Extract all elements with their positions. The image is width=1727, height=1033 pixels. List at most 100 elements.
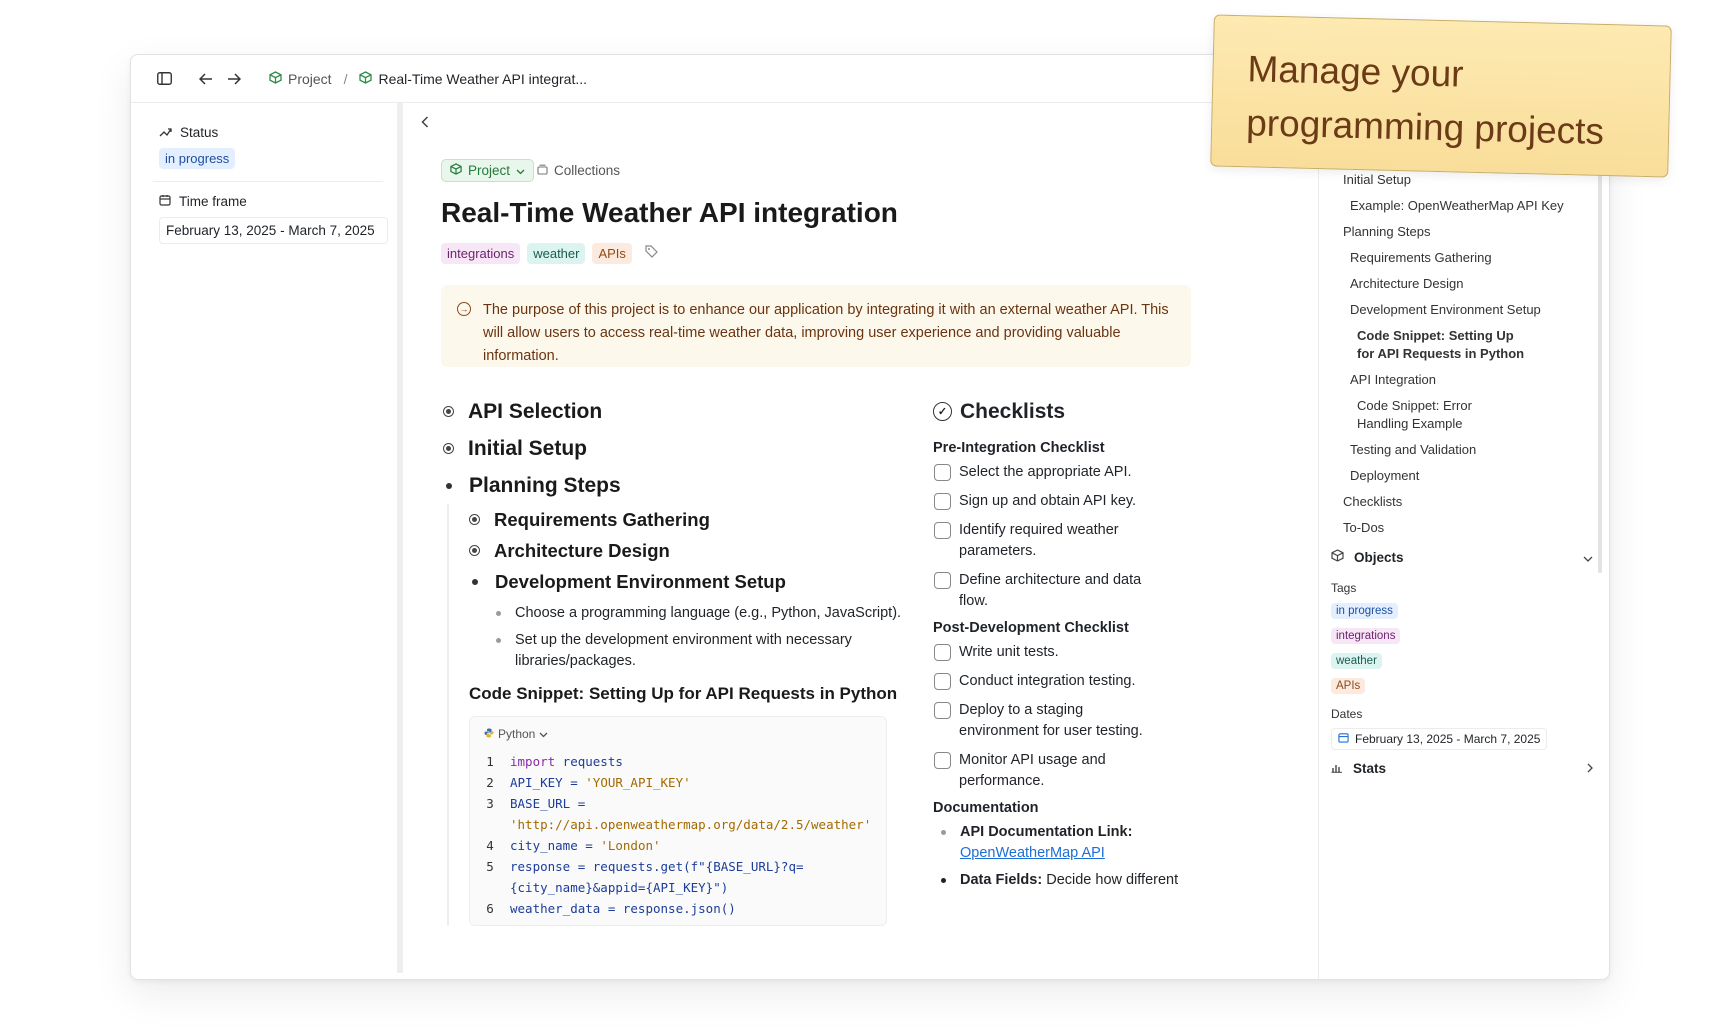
- checkbox[interactable]: [934, 752, 951, 769]
- chevron-left-icon[interactable]: [421, 115, 429, 133]
- sticky-note-text: Manage your programming projects: [1245, 48, 1605, 152]
- calendar-icon: [1338, 732, 1349, 746]
- checklist-item[interactable]: Define architecture and data flow.: [933, 570, 1193, 612]
- tag-integrations[interactable]: integrations: [1331, 628, 1401, 644]
- documentation-title: Documentation: [933, 800, 1039, 816]
- dates-field[interactable]: February 13, 2025 - March 7, 2025: [1331, 728, 1548, 750]
- collapsed-bullet-icon[interactable]: [443, 406, 454, 417]
- divider: [153, 181, 383, 182]
- toc-item[interactable]: Testing and Validation: [1350, 442, 1477, 457]
- tag-apis[interactable]: APIs: [1331, 678, 1366, 694]
- toc-item[interactable]: Planning Steps: [1343, 224, 1431, 239]
- toc-item[interactable]: Code Snippet: Error Handling Example: [1357, 398, 1472, 431]
- heading-initial-setup[interactable]: Initial Setup: [443, 430, 903, 467]
- heading-text: Initial Setup: [468, 436, 588, 460]
- back-arrow-icon[interactable]: [195, 68, 217, 90]
- checklist-item[interactable]: Select the appropriate API.: [933, 462, 1193, 483]
- tag-apis[interactable]: APIs: [592, 243, 632, 264]
- collapsed-bullet-icon[interactable]: [443, 443, 454, 454]
- checklist-item[interactable]: Write unit tests.: [933, 642, 1193, 663]
- chevron-down-icon: [1583, 550, 1593, 565]
- code-token: import: [510, 754, 556, 769]
- collections-button[interactable]: Collections: [537, 163, 620, 178]
- checkbox[interactable]: [934, 493, 951, 510]
- collapsed-bullet-icon[interactable]: [469, 545, 480, 556]
- timeframe-field[interactable]: February 13, 2025 - March 7, 2025: [159, 217, 388, 244]
- line-number: 2: [486, 775, 494, 790]
- openweathermap-link[interactable]: OpenWeatherMap API: [960, 845, 1105, 861]
- toc-item[interactable]: Architecture Design: [1350, 276, 1464, 291]
- toc-item-active[interactable]: Code Snippet: Setting Up for API Request…: [1357, 328, 1525, 361]
- checklist-item[interactable]: Deploy to a staging environment for user…: [933, 700, 1193, 742]
- bullet-icon[interactable]: [472, 578, 478, 585]
- tag-weather[interactable]: weather: [527, 243, 586, 264]
- calendar-icon: [159, 194, 171, 209]
- tags-label: Tags: [1331, 581, 1357, 595]
- toc-item[interactable]: API Integration: [1350, 372, 1436, 387]
- checklist-item[interactable]: Conduct integration testing.: [933, 671, 1193, 692]
- data-fields-label: Data Fields:: [960, 872, 1043, 888]
- heading-requirements-gathering[interactable]: Requirements Gathering: [469, 504, 903, 535]
- timeframe-label: Time frame: [179, 194, 247, 209]
- heading-text: Requirements Gathering: [494, 508, 710, 530]
- checkbox[interactable]: [934, 644, 951, 661]
- breadcrumb-project[interactable]: Project: [269, 71, 332, 87]
- toc-item[interactable]: Requirements Gathering: [1350, 250, 1492, 265]
- checklist-item[interactable]: Sign up and obtain API key.: [933, 491, 1193, 512]
- objects-section-toggle[interactable]: Objects: [1331, 549, 1593, 565]
- collapsed-bullet-icon[interactable]: [469, 514, 480, 525]
- toc-item[interactable]: To-Dos: [1343, 520, 1385, 535]
- page-title: Real-Time Weather API integration: [441, 197, 898, 228]
- planning-steps-children: Requirements Gathering Architecture Desi…: [447, 504, 903, 926]
- checklist-item[interactable]: Monitor API usage and performance.: [933, 750, 1193, 792]
- heading-text: API Selection: [468, 399, 603, 423]
- bullet-icon[interactable]: [446, 482, 452, 489]
- status-label: Status: [180, 125, 219, 140]
- toc-item[interactable]: Deployment: [1350, 468, 1420, 483]
- code-language-selector[interactable]: Python: [484, 727, 886, 741]
- checkbox[interactable]: [934, 702, 951, 719]
- project-type-label: Project: [468, 163, 511, 178]
- status-badge[interactable]: in progress: [159, 148, 236, 169]
- heading-architecture-design[interactable]: Architecture Design: [469, 535, 903, 566]
- project-type-chip[interactable]: Project: [441, 159, 535, 182]
- checkbox[interactable]: [934, 572, 951, 589]
- toc-item[interactable]: Checklists: [1343, 494, 1403, 509]
- heading-planning-steps[interactable]: Planning Steps: [443, 467, 903, 504]
- sticky-note: Manage your programming projects: [1210, 14, 1672, 178]
- heading-api-selection[interactable]: API Selection: [443, 393, 903, 430]
- sidebar-toggle-icon[interactable]: [153, 68, 175, 90]
- outline-pane: Initial Setup Example: OpenWeatherMap AP…: [1318, 103, 1608, 979]
- trend-icon: [159, 125, 172, 140]
- line-number: 4: [486, 838, 494, 853]
- checklists-title: Checklists: [960, 399, 1066, 423]
- checkbox[interactable]: [934, 464, 951, 481]
- checklist-text: Monitor API usage and performance.: [959, 752, 1106, 789]
- checkbox[interactable]: [934, 673, 951, 690]
- checkbox[interactable]: [934, 522, 951, 539]
- bar-chart-icon: [1331, 761, 1343, 776]
- tag-weather[interactable]: weather: [1331, 653, 1382, 669]
- breadcrumb-current[interactable]: Real-Time Weather API integrat...: [359, 71, 587, 87]
- toc-item[interactable]: Development Environment Setup: [1350, 302, 1541, 317]
- purpose-callout: → The purpose of this project is to enha…: [441, 285, 1191, 367]
- heading-dev-environment[interactable]: Development Environment Setup: [469, 566, 903, 597]
- toc-item[interactable]: Example: OpenWeatherMap API Key: [1350, 198, 1564, 213]
- checklists-heading: ✓ Checklists: [933, 393, 1193, 430]
- collections-label: Collections: [554, 163, 621, 178]
- stats-section-toggle[interactable]: Stats: [1331, 761, 1593, 776]
- checklist-text: Select the appropriate API.: [959, 464, 1132, 480]
- scrollbar[interactable]: [1598, 173, 1602, 573]
- chevron-right-icon: [1587, 761, 1593, 776]
- checklist-item[interactable]: Identify required weather parameters.: [933, 520, 1193, 562]
- tag-add-icon[interactable]: [645, 244, 658, 263]
- tag-in-progress[interactable]: in progress: [1331, 603, 1398, 619]
- toc-item[interactable]: Initial Setup: [1343, 172, 1411, 187]
- dev-env-children: Choose a programming language (e.g., Pyt…: [469, 603, 903, 672]
- python-icon: [484, 727, 494, 741]
- tag-integrations[interactable]: integrations: [441, 243, 521, 264]
- forward-arrow-icon[interactable]: [223, 68, 245, 90]
